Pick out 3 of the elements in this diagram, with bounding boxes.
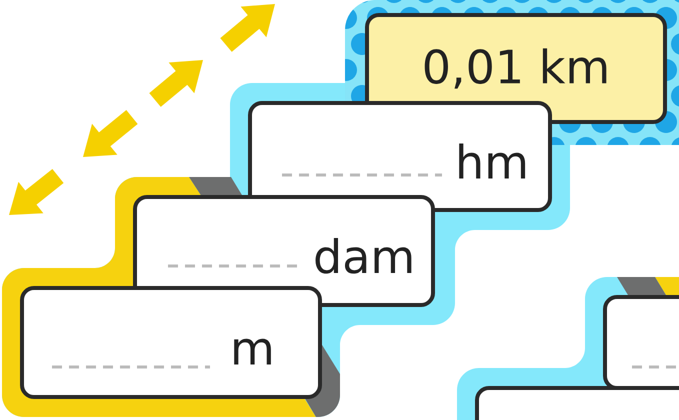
unit-box xyxy=(475,386,679,420)
unit-box: hm xyxy=(248,101,552,212)
unit-box: m xyxy=(20,286,322,399)
